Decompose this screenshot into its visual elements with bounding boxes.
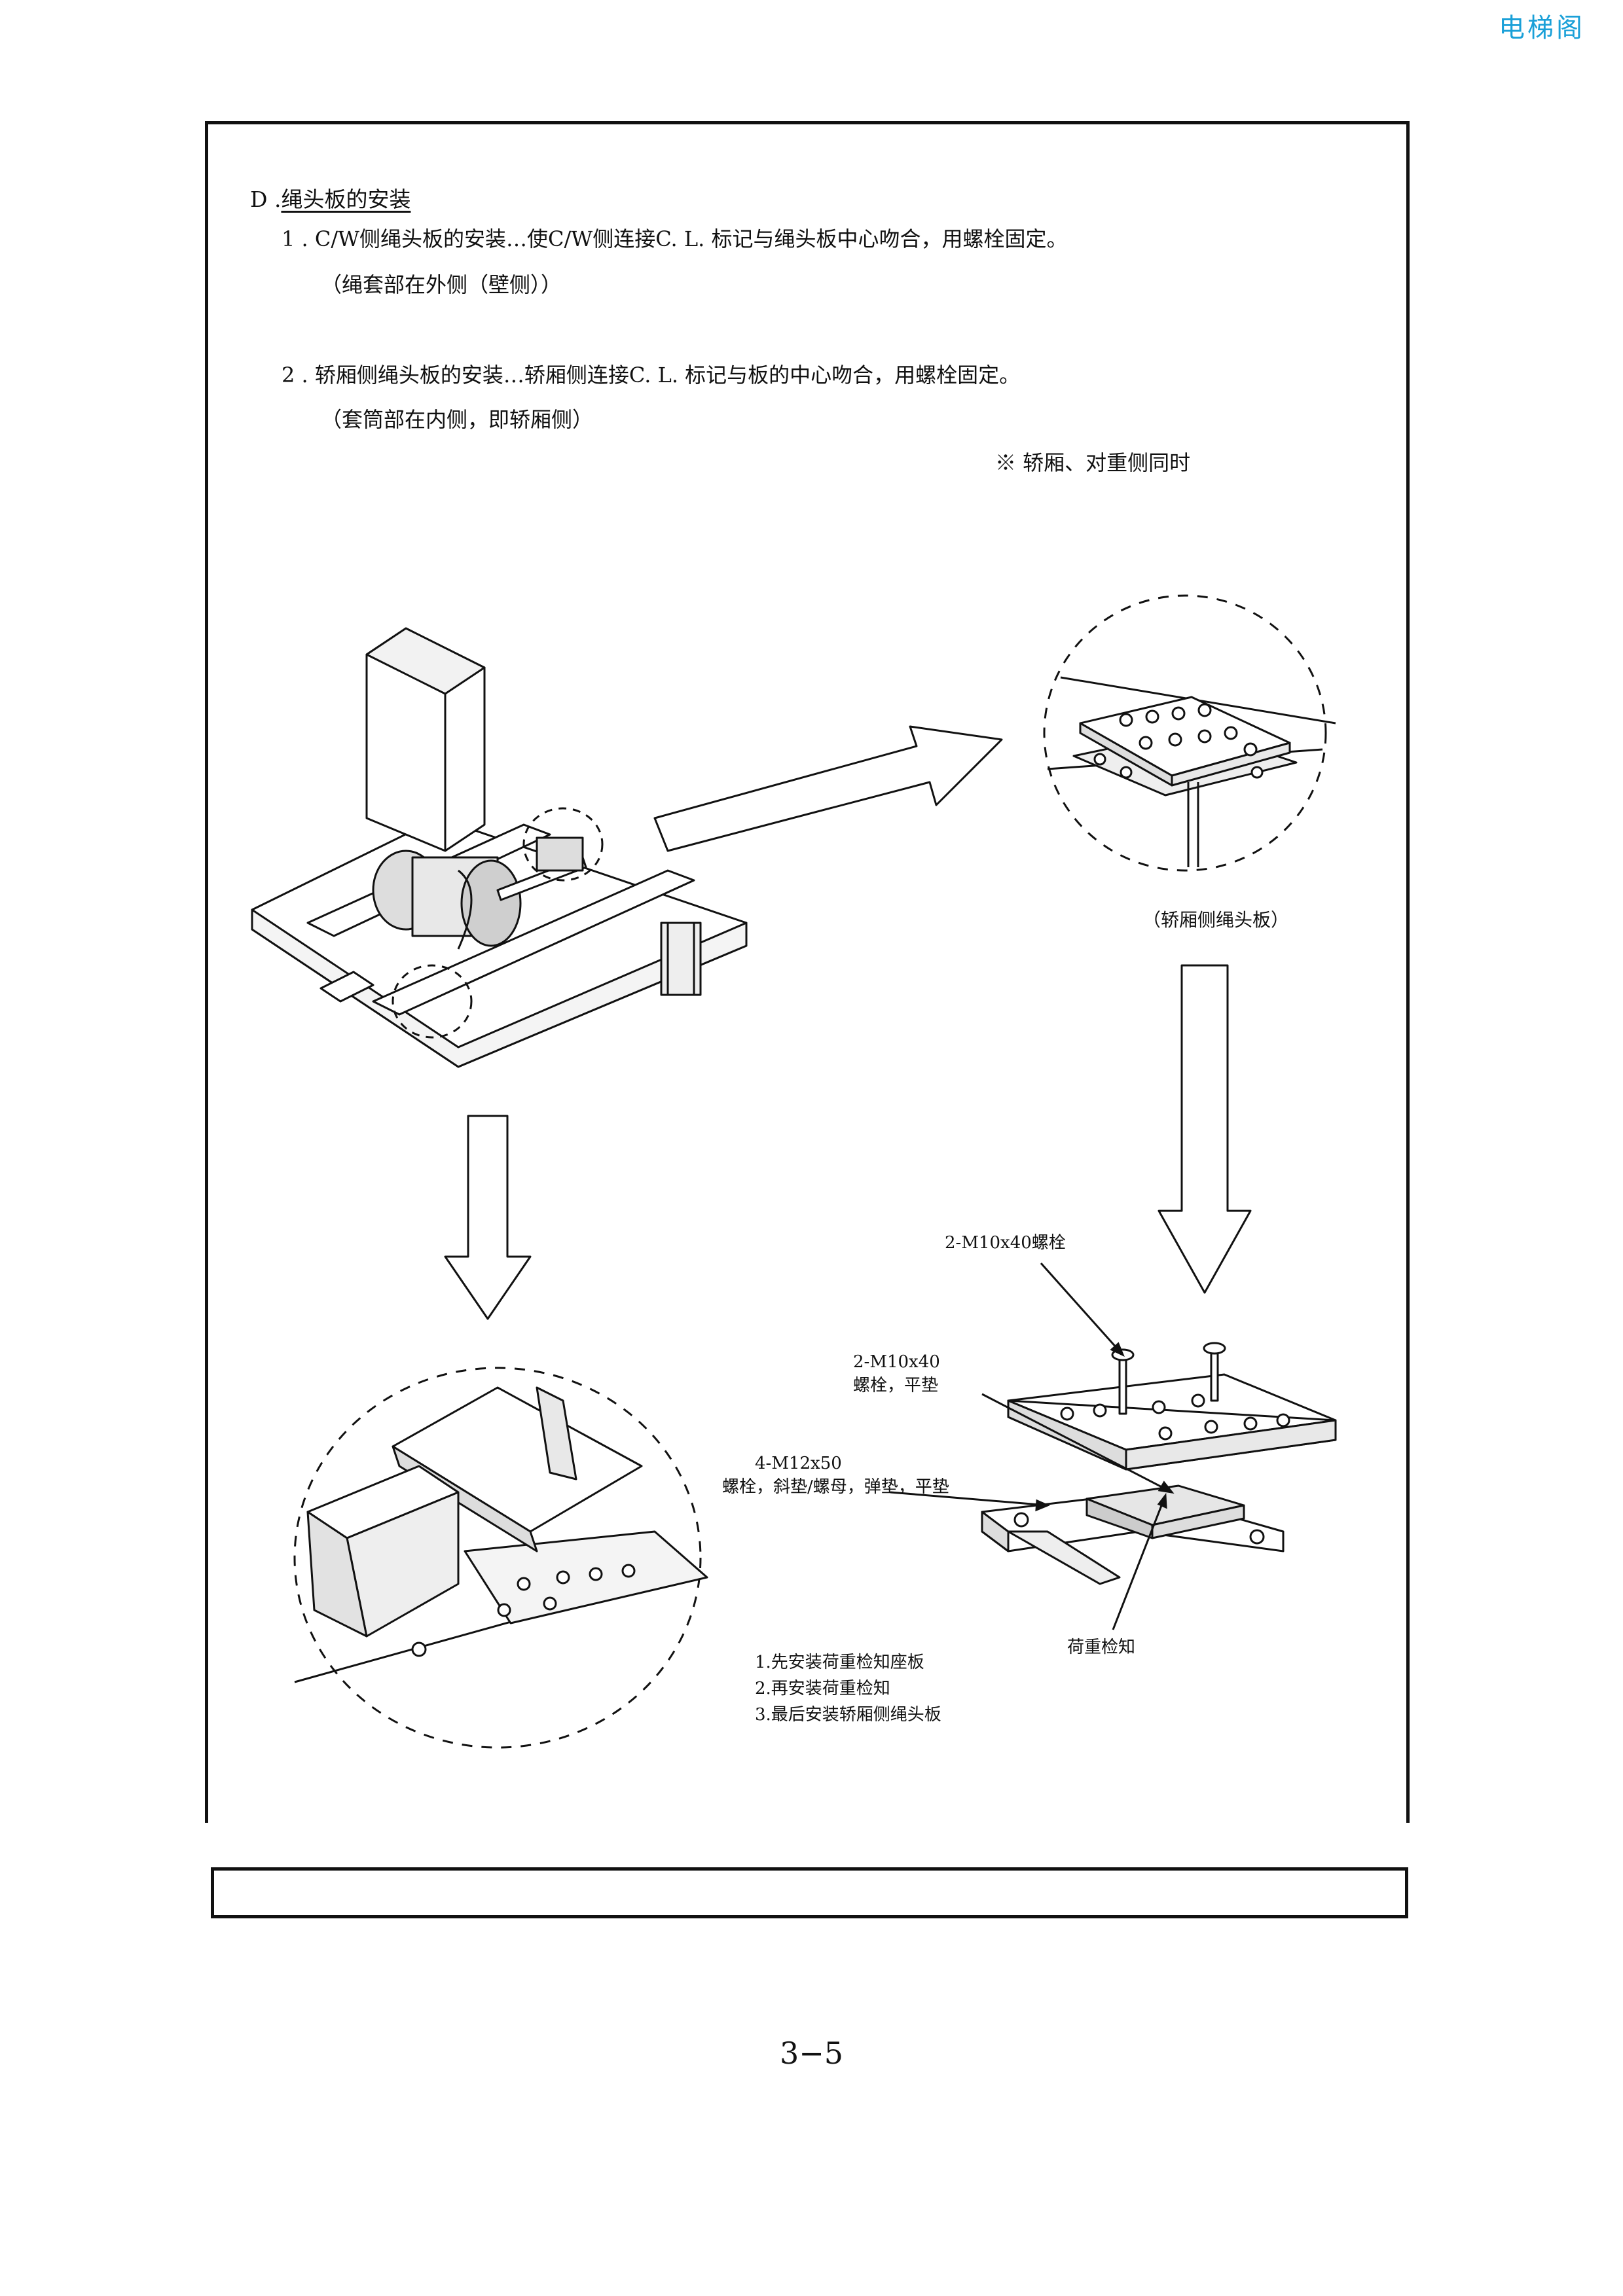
arrow-right (653, 725, 1003, 852)
label-leader-lines (890, 1263, 1175, 1630)
watermark: 电梯阁 (1499, 13, 1585, 43)
install-step: 1.先安装荷重检知座板 (755, 1653, 924, 1672)
car-side-plate-detail (1043, 594, 1336, 872)
content-frame (205, 121, 1410, 1823)
arrow-down-right (1158, 964, 1252, 1294)
section-title-text: 绳头板的安装 (281, 187, 411, 212)
label-bolt-top: 2-M10x40螺栓 (945, 1233, 1066, 1253)
page-number: 3−5 (779, 2036, 844, 2071)
note: ※ 轿厢、对重侧同时 (995, 450, 1191, 475)
label-bolt-low-line2: 螺栓，斜垫/螺母，弹垫，平垫 (722, 1477, 949, 1497)
instruction-2-sub: （套筒部在内侧，即轿厢侧） (321, 407, 594, 432)
instruction-1-sub: （绳套部在外侧（壁侧）） (321, 272, 562, 297)
arrow-down-left (444, 1115, 532, 1320)
machine-overview-illustration (251, 627, 748, 1068)
install-steps: 1.先安装荷重检知座板 2.再安装荷重检知 3.最后安装轿厢侧绳头板 (755, 1649, 941, 1728)
label-bolt-low-line1: 4-M12x50 (755, 1454, 842, 1473)
install-step: 2.再安装荷重检知 (755, 1679, 890, 1698)
section-letter: D . (250, 187, 282, 212)
cw-side-plate-detail (293, 1367, 708, 1749)
label-load-sensor: 荷重检知 (1067, 1638, 1136, 1657)
load-sensor-exploded-view (981, 1342, 1337, 1585)
instruction-2: 2 . 轿厢侧绳头板的安装…轿厢侧连接C. L. 标记与板的中心吻合，用螺栓固定… (282, 363, 1021, 387)
section-title: D .绳头板的安装 (250, 182, 410, 213)
label-bolt-mid: 2-M10x40 螺栓，平垫 (853, 1350, 940, 1397)
footer-box (211, 1867, 1408, 1918)
label-bolt-mid-line2: 螺栓，平垫 (853, 1376, 939, 1395)
label-bolt-mid-line1: 2-M10x40 (853, 1352, 940, 1372)
instruction-1: 1 . C/W侧绳头板的安装…使C/W侧连接C. L. 标记与绳头板中心吻合，用… (282, 226, 1068, 251)
label-bolt-low: 4-M12x50 螺栓，斜垫/螺母，弹垫，平垫 (722, 1452, 949, 1499)
install-step: 3.最后安装轿厢侧绳头板 (755, 1705, 941, 1725)
car-side-plate-caption: （轿厢侧绳头板） (1142, 909, 1290, 931)
